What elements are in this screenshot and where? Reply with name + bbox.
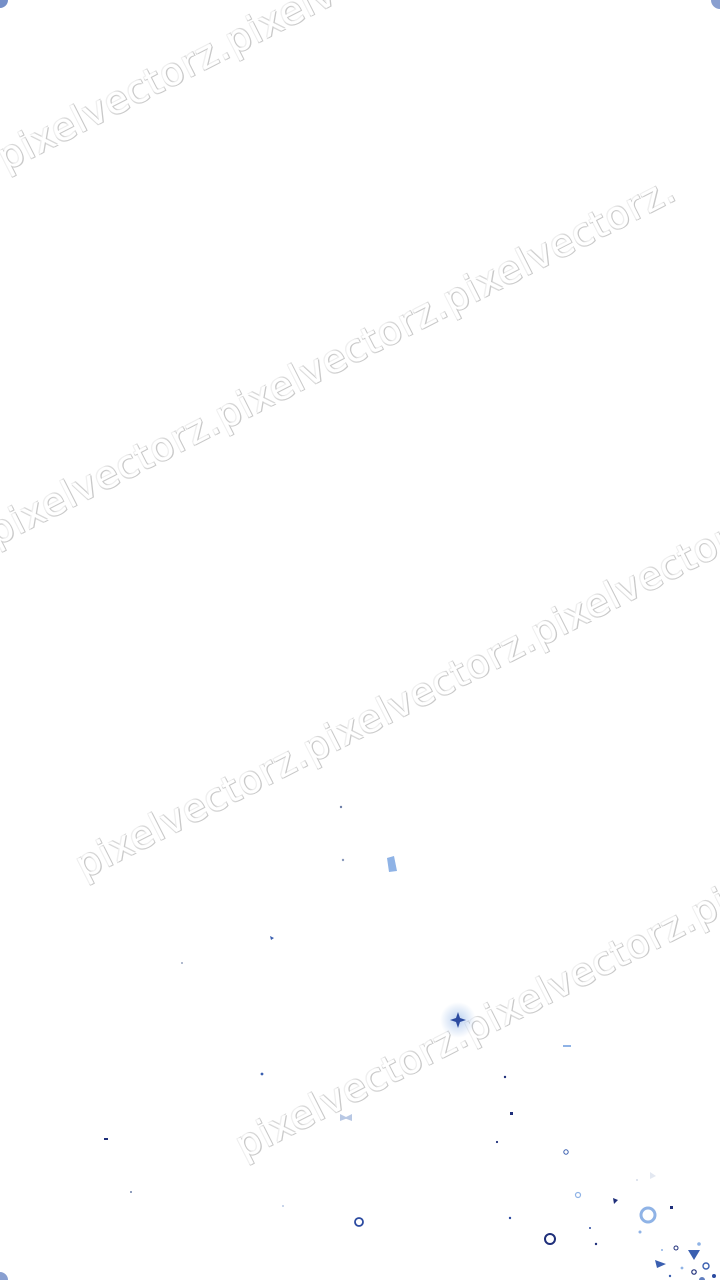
confetti-triangle [688, 1250, 700, 1260]
confetti-dot [712, 1274, 716, 1278]
confetti-dot [503, 1075, 507, 1079]
confetti-shard [387, 856, 397, 872]
confetti-dot [495, 1140, 499, 1144]
confetti-bit [104, 1138, 108, 1140]
confetti-dot [680, 1266, 684, 1270]
confetti-ring [354, 1217, 364, 1227]
confetti-dot [260, 1072, 264, 1076]
corner-blob [0, 1272, 8, 1280]
confetti-triangle [655, 1260, 666, 1268]
confetti-dot [339, 805, 343, 809]
confetti-dot [697, 1242, 701, 1246]
confetti-dot [508, 1216, 512, 1220]
confetti-bowtie [340, 1114, 348, 1121]
confetti-ring [702, 1262, 710, 1270]
confetti-bit [510, 1112, 513, 1115]
confetti-dot [282, 1205, 284, 1207]
confetti-dot [130, 1191, 132, 1193]
corner-blob [0, 0, 8, 8]
confetti-dot [636, 1179, 638, 1181]
confetti-ring [574, 1191, 582, 1199]
confetti-bit [670, 1206, 673, 1209]
confetti-dot [668, 1274, 672, 1278]
confetti-ring [563, 1149, 569, 1155]
confetti-ring [639, 1206, 657, 1224]
confetti-ring [544, 1233, 556, 1245]
confetti-dot [594, 1242, 598, 1246]
sparkle-star-icon [450, 1012, 466, 1028]
confetti-bowtie [344, 1114, 352, 1121]
confetti-dot [589, 1227, 591, 1229]
corner-blob [699, 1277, 705, 1280]
confetti-triangle [270, 936, 274, 940]
confetti-triangle [613, 1198, 618, 1204]
confetti-ring [673, 1245, 679, 1251]
confetti-dot [661, 1249, 663, 1251]
confetti-ring [691, 1269, 697, 1275]
confetti-dot [181, 962, 183, 964]
confetti-dot [341, 858, 345, 862]
confetti-dot [638, 1230, 642, 1234]
confetti-bit [563, 1045, 571, 1047]
confetti-triangle [650, 1172, 656, 1179]
corner-blob [711, 0, 720, 9]
